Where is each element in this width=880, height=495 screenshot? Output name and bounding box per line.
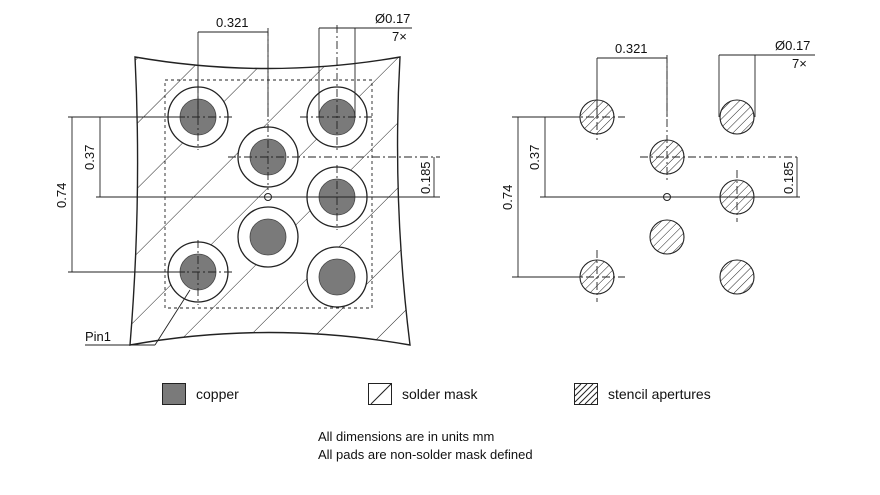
stencil-aperture <box>719 99 755 135</box>
dimension-lines-right <box>512 54 815 278</box>
dimension-lines <box>68 27 440 346</box>
dim-pitch-x-right: 0.321 <box>615 41 648 56</box>
dim-pitch-y-half: 0.37 <box>82 145 97 170</box>
right-view: 0.321 Ø0.17 7× 0.74 0.37 0.185 <box>500 38 815 302</box>
dim-row-offset: 0.185 <box>418 161 433 194</box>
solder-mask-outline <box>129 56 411 346</box>
stencil-swatch <box>574 383 598 405</box>
dim-pitch-x: 0.321 <box>216 15 249 30</box>
dim-pitch-y-full: 0.74 <box>54 183 69 208</box>
stencil-aperture <box>649 219 685 255</box>
note-units: All dimensions are in units mm <box>318 429 495 444</box>
legend-stencil: stencil apertures <box>574 383 711 405</box>
copper-pad <box>249 218 287 256</box>
legend-copper-label: copper <box>196 386 239 402</box>
legend-solder-mask-label: solder mask <box>402 386 478 402</box>
stencil-aperture <box>719 259 755 295</box>
dim-pad-diameter: Ø0.17 <box>375 11 410 26</box>
dim-row-offset-right: 0.185 <box>781 161 796 194</box>
package-outline <box>164 79 373 309</box>
dim-pad-count: 7× <box>392 29 407 44</box>
legend-copper: copper <box>162 383 239 405</box>
copper-swatch <box>162 383 186 405</box>
solder-mask-swatch <box>368 383 392 405</box>
dim-pitch-y-half-right: 0.37 <box>527 145 542 170</box>
left-view: 0.321 Ø0.17 7× 0.74 0.37 0.185 Pin1 <box>54 11 440 346</box>
dim-pad-diameter-right: Ø0.17 <box>775 38 810 53</box>
dim-pitch-y-full-right: 0.74 <box>500 185 515 210</box>
note-pads: All pads are non-solder mask defined <box>318 447 533 462</box>
copper-pad <box>318 258 356 296</box>
legend-solder-mask: solder mask <box>368 383 477 405</box>
pin1-label: Pin1 <box>85 329 111 344</box>
legend-stencil-label: stencil apertures <box>608 386 711 402</box>
dim-pad-count-right: 7× <box>792 56 807 71</box>
